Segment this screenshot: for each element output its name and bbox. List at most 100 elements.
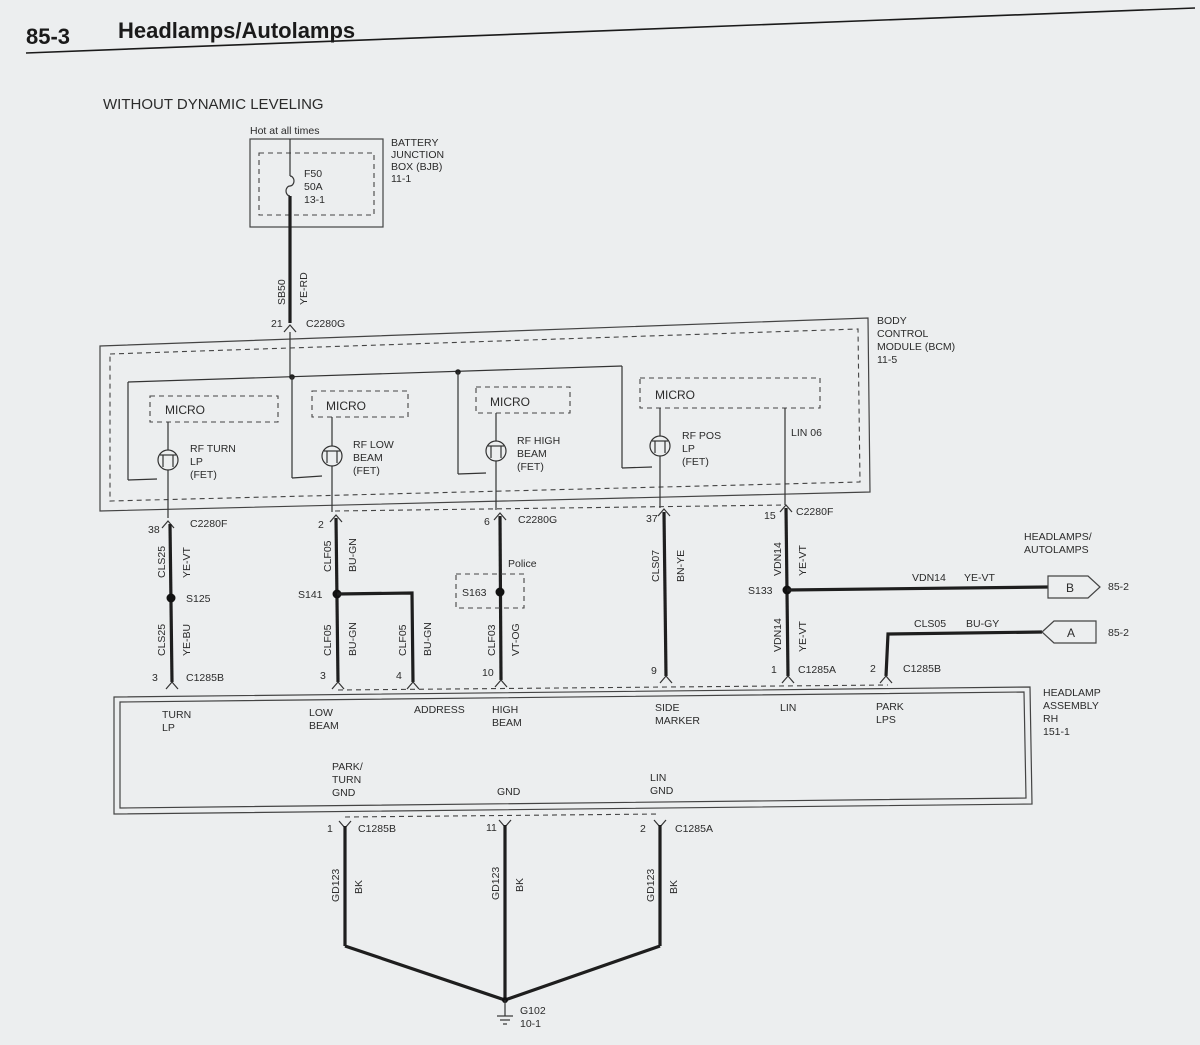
lin-connector: C2280F (796, 506, 833, 518)
ground-connector-dash (344, 813, 661, 818)
high-connector: C2280G (518, 514, 557, 526)
gnd1-color: BK (353, 880, 365, 894)
offpage-b-flag (1047, 575, 1101, 599)
fet1-line1: RF TURN (190, 443, 236, 455)
hl-park-2: LPS (876, 714, 896, 726)
bcm-name-1: BODY (877, 315, 907, 327)
police-option-box (455, 573, 525, 609)
fuse-ref: 13-1 (304, 194, 325, 206)
fet2-source (291, 475, 323, 479)
low-pin2: 3 (320, 670, 326, 682)
high-wire (498, 515, 503, 681)
fet1-line3: (FET) (190, 469, 217, 481)
bjb-name-3: BOX (BJB) (391, 161, 442, 173)
fet-rf-high-beam (485, 413, 507, 462)
feed-pin: 21 (271, 318, 283, 330)
low-connector-symbol (329, 514, 343, 523)
gnd2-pin: 11 (486, 822, 497, 834)
fet-rf-turn (157, 422, 179, 471)
feed-circuit: SB50 (276, 279, 288, 305)
bjb-name-2: JUNCTION (391, 149, 444, 161)
lin-circuit2: VDN14 (772, 618, 784, 652)
gnd3-color: BK (668, 880, 680, 894)
park-pin: 2 (870, 663, 876, 675)
turn-pin: 38 (148, 524, 160, 536)
bjb-name-4: 11-1 (391, 173, 411, 185)
offpage-a-letter: A (1067, 626, 1075, 640)
offpage-b-color: YE-VT (964, 572, 996, 584)
park-connector-symbol (879, 675, 893, 684)
low-color3: BU-GN (422, 622, 434, 656)
ground-ref: 10-1 (520, 1018, 541, 1030)
hl-gnd2: GND (497, 786, 521, 798)
hl-turn-2: LP (162, 722, 175, 734)
micro-label-1: MICRO (165, 403, 205, 417)
headlamp-name-1: HEADLAMP (1043, 687, 1101, 699)
fet3-source (457, 472, 487, 475)
offpage-a-flag (1041, 620, 1097, 644)
offpage-a-circuit: CLS05 (914, 618, 946, 630)
low-connector2-symbol (331, 681, 345, 690)
turn-pin2: 3 (152, 672, 158, 684)
fet4-line1: RF POS (682, 430, 721, 442)
hl-turn-1: TURN (162, 709, 191, 721)
side-wire (662, 511, 668, 677)
high-pin2: 10 (482, 667, 494, 679)
bjb-inner-box (258, 152, 375, 216)
lin-pin: 15 (764, 510, 776, 522)
address-connector-symbol (406, 681, 420, 690)
turn-color1: YE-VT (181, 546, 193, 578)
hl-high-1: HIGH (492, 704, 518, 716)
offpage-b-wire (786, 585, 1049, 592)
bcm-name-2: CONTROL (877, 328, 928, 340)
fet1-line2: LP (190, 456, 203, 468)
turn-wire (168, 523, 174, 683)
diagram-subtitle: WITHOUT DYNAMIC LEVELING (103, 96, 324, 113)
bcm-connector-dash (334, 504, 786, 512)
turn-color2: YE-BU (181, 624, 193, 656)
side-pin2: 9 (651, 665, 657, 677)
lin-connector2: C1285A (798, 664, 836, 676)
turn-connector2: C1285B (186, 672, 224, 684)
fet2-line1: RF LOW (353, 439, 394, 451)
bcm-name-3: MODULE (BCM) (877, 341, 955, 353)
fet-rf-pos-lp (649, 408, 671, 457)
offpage-title-2: AUTOLAMPS (1024, 544, 1089, 556)
lin-circuit1: VDN14 (772, 542, 784, 576)
ground-join-wires (344, 944, 661, 1002)
low-color2: BU-GN (347, 622, 359, 656)
low-pin: 2 (318, 519, 324, 531)
hl-gnd1-3: GND (332, 787, 356, 799)
gnd1-connector: C1285B (358, 823, 396, 835)
fet4-source (621, 466, 653, 469)
lin-internal-label: LIN 06 (791, 427, 822, 439)
offpage-b-letter: B (1066, 581, 1074, 595)
micro-box-2 (311, 390, 409, 418)
low-splice: S141 (298, 589, 323, 601)
micro-box-1 (149, 395, 279, 423)
bjb-box (249, 138, 384, 228)
micro-label-3: MICRO (490, 395, 530, 409)
bjb-name-1: BATTERY (391, 137, 438, 149)
low-circuit1: CLF05 (322, 540, 334, 572)
side-circuit1: CLS07 (650, 550, 662, 582)
park-connector: C1285B (903, 663, 941, 675)
headlamp-name-4: 151-1 (1043, 726, 1070, 738)
headlamp-name-3: RH (1043, 713, 1058, 725)
ground-name: G102 (520, 1005, 546, 1017)
fuse-id: F50 (304, 168, 322, 180)
hl-address: ADDRESS (414, 704, 465, 716)
feed-color: YE-RD (298, 272, 310, 305)
lin-color1: YE-VT (797, 544, 809, 576)
bcm-box (99, 317, 871, 512)
splice-s125 (166, 593, 176, 603)
hl-lin: LIN (780, 702, 796, 714)
lin-pin2: 1 (771, 664, 777, 676)
hl-side-2: MARKER (655, 715, 700, 727)
fet4-line3: (FET) (682, 456, 709, 468)
bcm-inner-box (109, 328, 861, 502)
lin-connector2-symbol (781, 675, 795, 684)
offpage-a-color: BU-GY (966, 618, 999, 630)
address-wire (336, 591, 415, 683)
page-number: 85-3 (26, 24, 70, 49)
